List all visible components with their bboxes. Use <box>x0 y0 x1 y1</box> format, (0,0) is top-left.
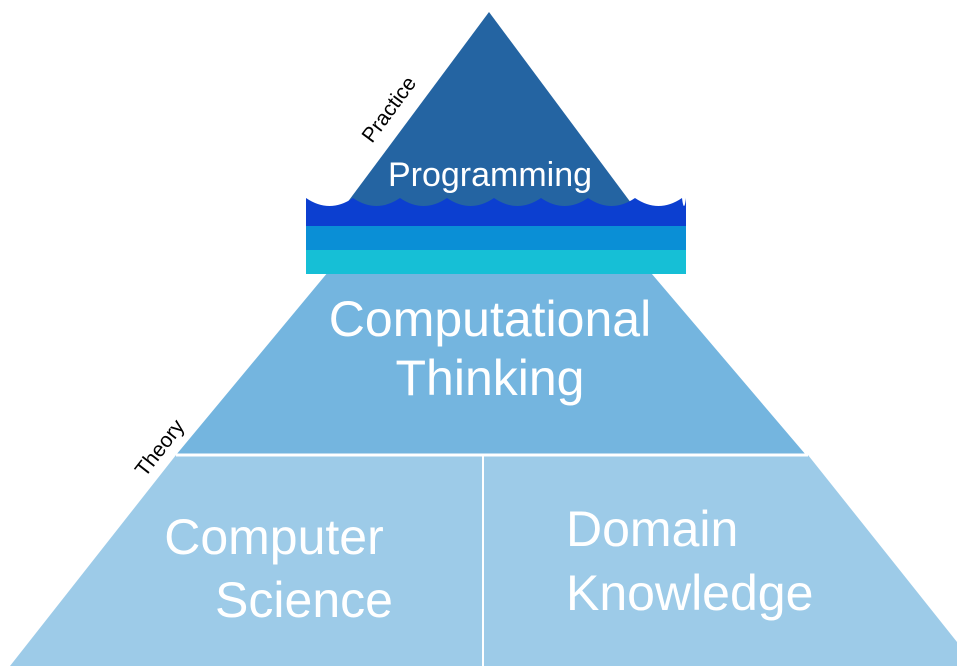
domain-knowledge-label-line1: Domain <box>566 501 738 557</box>
water-waves <box>306 198 686 274</box>
top-tier <box>338 12 640 215</box>
top-tier-label: Programming <box>388 156 592 194</box>
bottom-tier-right <box>483 455 957 666</box>
domain-knowledge-label-line2: Knowledge <box>566 565 813 621</box>
bottom-tier-left <box>10 455 483 666</box>
computer-science-label-line2: Science <box>215 572 393 628</box>
middle-tier-label-line1: Computational <box>329 291 651 347</box>
middle-tier-label-line2: Thinking <box>396 350 585 406</box>
wave-band-dark <box>306 198 686 226</box>
middle-tier <box>176 260 806 455</box>
computer-science-label-line1: Computer <box>164 509 384 565</box>
